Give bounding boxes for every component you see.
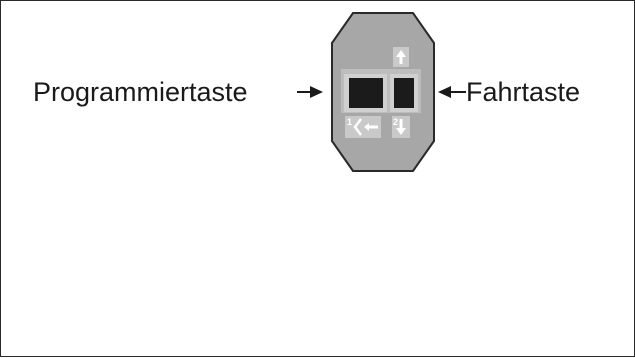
mark-one: 1 xyxy=(347,117,352,127)
travel-button[interactable] xyxy=(390,74,418,112)
arrow-right-icon xyxy=(297,86,323,98)
bottom-right-symbols: 2 xyxy=(392,116,410,138)
label-programmiertaste: Programmiertaste xyxy=(33,77,248,107)
arrow-down-icon xyxy=(396,119,406,135)
mark-two: 2 xyxy=(393,117,398,127)
arrow-left-pointer-icon xyxy=(438,86,466,98)
programming-button[interactable] xyxy=(344,74,387,112)
bottom-left-symbols: 1 xyxy=(345,116,381,138)
arrow-up-icon xyxy=(393,47,409,67)
arrow-left-icon xyxy=(364,123,378,131)
label-fahrtaste: Fahrtaste xyxy=(466,77,580,107)
bracket-icon xyxy=(353,118,362,136)
